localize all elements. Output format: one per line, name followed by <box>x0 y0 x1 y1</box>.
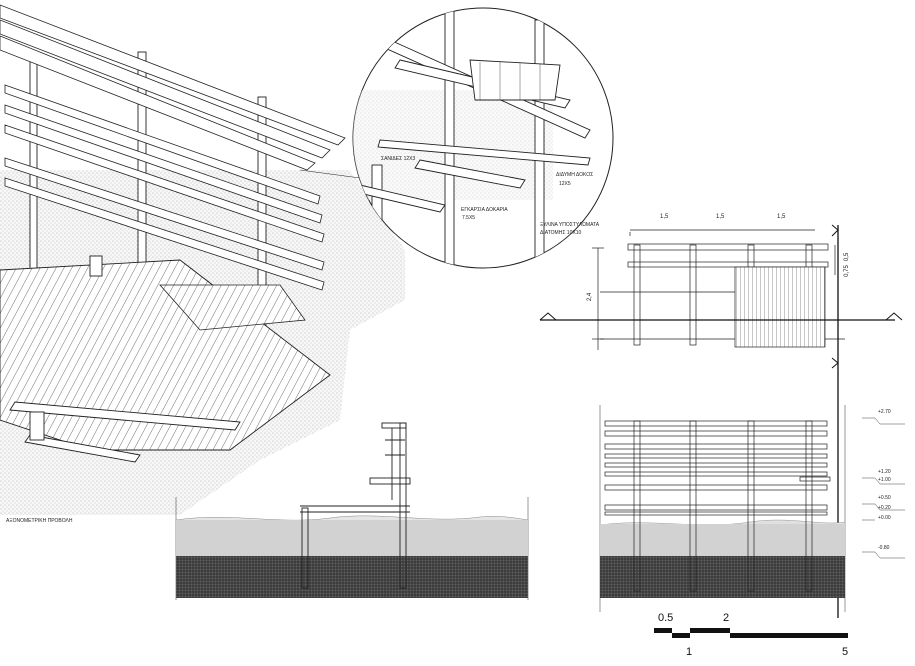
detail-label-cross-beam-size: 7.5Χ5 <box>462 215 476 221</box>
detail-label-double-beam-size: 12Χ5 <box>559 181 571 187</box>
axonometric-view <box>0 4 405 515</box>
plan-view <box>539 224 903 618</box>
plan-dim-right-2: 0,75 <box>843 265 850 277</box>
level-label-minus-0-80: -0.80 <box>878 545 890 551</box>
plan-dim-top-3: 1,5 <box>777 214 786 220</box>
detail-label-cross-beam: ΕΓΚΑΡΣΙΑ ΔΟΚΑΡΙΑ <box>461 207 508 213</box>
section-view <box>175 422 529 600</box>
scale-bar <box>654 628 848 638</box>
scale-tick-2: 2 <box>723 612 730 624</box>
level-label-0-50: +0.50 <box>878 495 891 501</box>
detail-label-planks: ΣΑΝΙΔΕΣ 12Χ3 <box>381 156 416 162</box>
level-label-1-20: +1.20 <box>878 469 891 475</box>
detail-label-posts-size: ΔΙΑΤΟΜΗΣ 10Χ10 <box>540 230 582 236</box>
plan-dim-left: 2,4 <box>587 292 594 302</box>
detail-label-double-beam: ΔΙΔΥΜΗ ΔΟΚΟΣ <box>556 172 594 178</box>
axonometric-caption: ΑΞΟΝΟΜΕΤΡΙΚΗ ΠΡΟΒΟΛΗ <box>6 518 73 524</box>
level-label-0-20: +0.20 <box>878 505 891 511</box>
plan-dim-right-1: 0,5 <box>844 252 851 262</box>
level-label-2-70: +2.70 <box>878 409 891 415</box>
elevation-view <box>599 405 905 612</box>
plan-dim-top-1: 1,5 <box>660 214 669 220</box>
scale-tick-0-5: 0.5 <box>658 612 674 624</box>
level-label-1-00: +1.00 <box>878 477 891 483</box>
level-label-0-00: +0.00 <box>878 515 891 521</box>
plan-dim-top-2: 1,5 <box>716 214 725 220</box>
scale-tick-5: 5 <box>842 646 849 658</box>
scale-tick-1: 1 <box>686 646 693 658</box>
detail-label-posts: ΞΥΛΙΝΑ ΥΠΟΣΤΥΛΩΜΑΤΑ <box>540 222 600 228</box>
detail-circle <box>352 7 614 269</box>
